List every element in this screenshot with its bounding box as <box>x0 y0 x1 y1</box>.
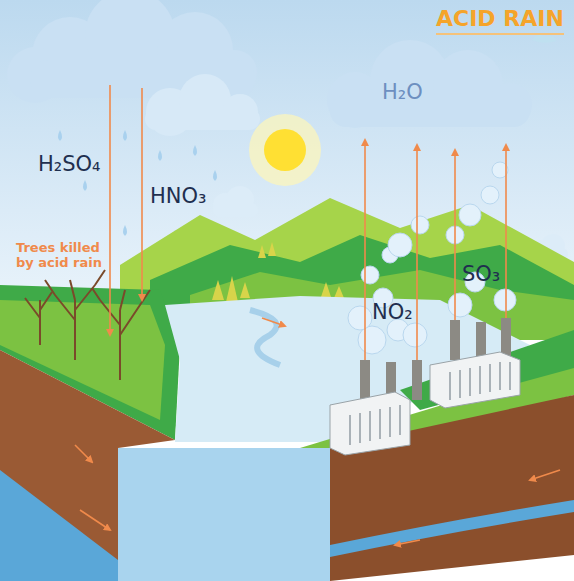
diagram-title: ACID RAIN <box>436 6 564 31</box>
tree-damage-note: Trees killed by acid rain <box>16 241 102 271</box>
rain-arrow <box>110 85 142 335</box>
groundwater <box>0 470 118 581</box>
cloud <box>145 74 260 136</box>
emission-arrow <box>365 140 506 360</box>
cloud <box>327 40 532 128</box>
factory <box>430 318 520 408</box>
title-underline <box>436 33 564 35</box>
chemical-formula: H₂O <box>382 80 423 104</box>
right-shore <box>400 330 574 410</box>
groundwater <box>330 500 574 557</box>
small-trees <box>212 242 344 302</box>
sun <box>264 129 306 171</box>
dead-trees <box>25 270 150 380</box>
chemical-formula: H₂SO₄ <box>38 152 101 176</box>
chemical-formula: HNO₃ <box>150 184 206 208</box>
sun-glow <box>249 114 321 186</box>
chemical-formula: NO₂ <box>372 300 413 324</box>
chemical-formula: SO₃ <box>462 262 500 286</box>
flow-arrow <box>75 318 560 545</box>
lake-face <box>118 448 330 581</box>
smoke <box>348 162 516 354</box>
factory <box>330 360 422 455</box>
